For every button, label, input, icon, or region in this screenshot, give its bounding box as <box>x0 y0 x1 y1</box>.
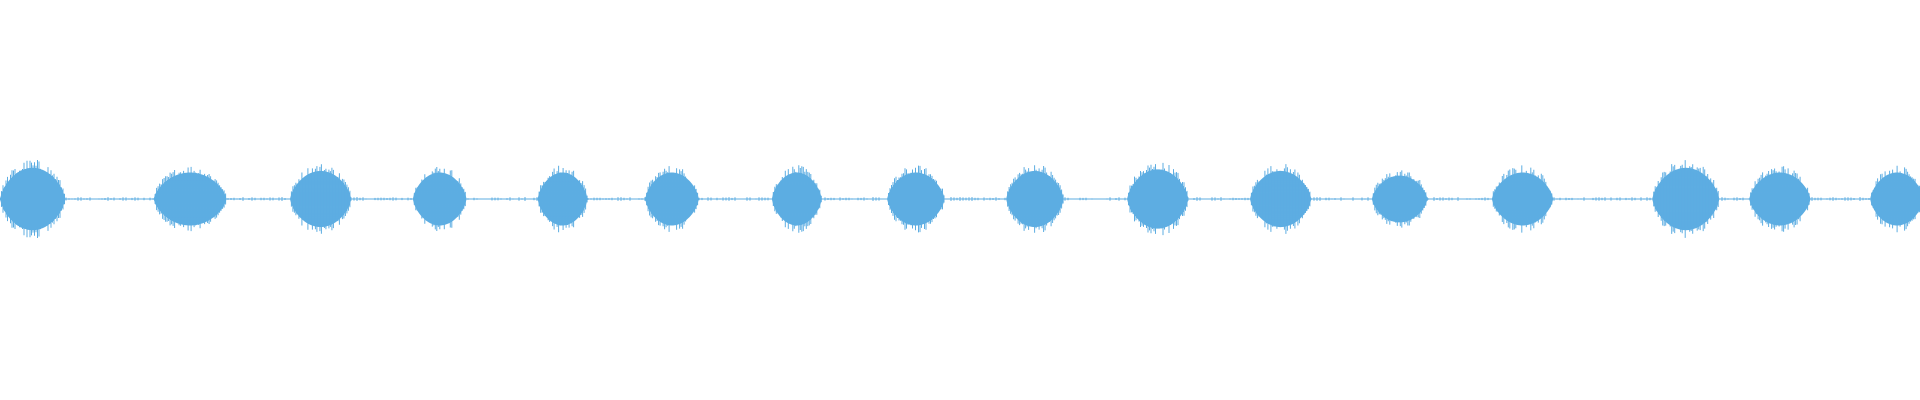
waveform-burst-samples <box>1653 160 1719 238</box>
waveform-burst-samples <box>413 167 466 231</box>
waveform-burst-samples <box>1 160 65 238</box>
waveform-burst-samples <box>1250 164 1311 234</box>
waveform-burst <box>1870 165 1920 233</box>
waveform-burst-samples <box>1871 165 1920 233</box>
waveform-burst <box>1749 166 1811 232</box>
waveform-burst-samples <box>290 164 351 234</box>
waveform-burst <box>1127 162 1189 236</box>
waveform-burst <box>887 165 945 233</box>
waveform-burst <box>1491 165 1554 233</box>
waveform-burst <box>153 166 227 232</box>
waveform-burst-samples <box>538 165 588 233</box>
waveform-burst <box>0 160 66 238</box>
waveform-burst-samples <box>646 166 699 232</box>
waveform-burst <box>1371 170 1428 228</box>
waveform-burst <box>1006 165 1064 233</box>
waveform-burst-samples <box>1128 162 1188 236</box>
waveform-burst-samples <box>1007 165 1064 233</box>
waveform-burst-samples <box>772 165 822 233</box>
waveform-burst-samples <box>154 166 227 232</box>
waveform-burst-samples <box>1750 166 1810 232</box>
waveform-burst <box>537 165 588 233</box>
waveform-burst <box>1249 164 1312 234</box>
waveform-burst <box>1652 160 1720 238</box>
waveform-burst-envelope <box>1371 175 1428 223</box>
waveform-burst <box>289 164 352 234</box>
waveform-burst <box>771 165 822 233</box>
waveform-bursts <box>0 160 1920 238</box>
waveform-burst-samples <box>888 165 945 233</box>
waveform-burst <box>412 167 467 231</box>
waveform-burst <box>645 166 699 232</box>
waveform-burst-samples <box>1372 170 1428 228</box>
waveform-burst-samples <box>1492 165 1553 233</box>
